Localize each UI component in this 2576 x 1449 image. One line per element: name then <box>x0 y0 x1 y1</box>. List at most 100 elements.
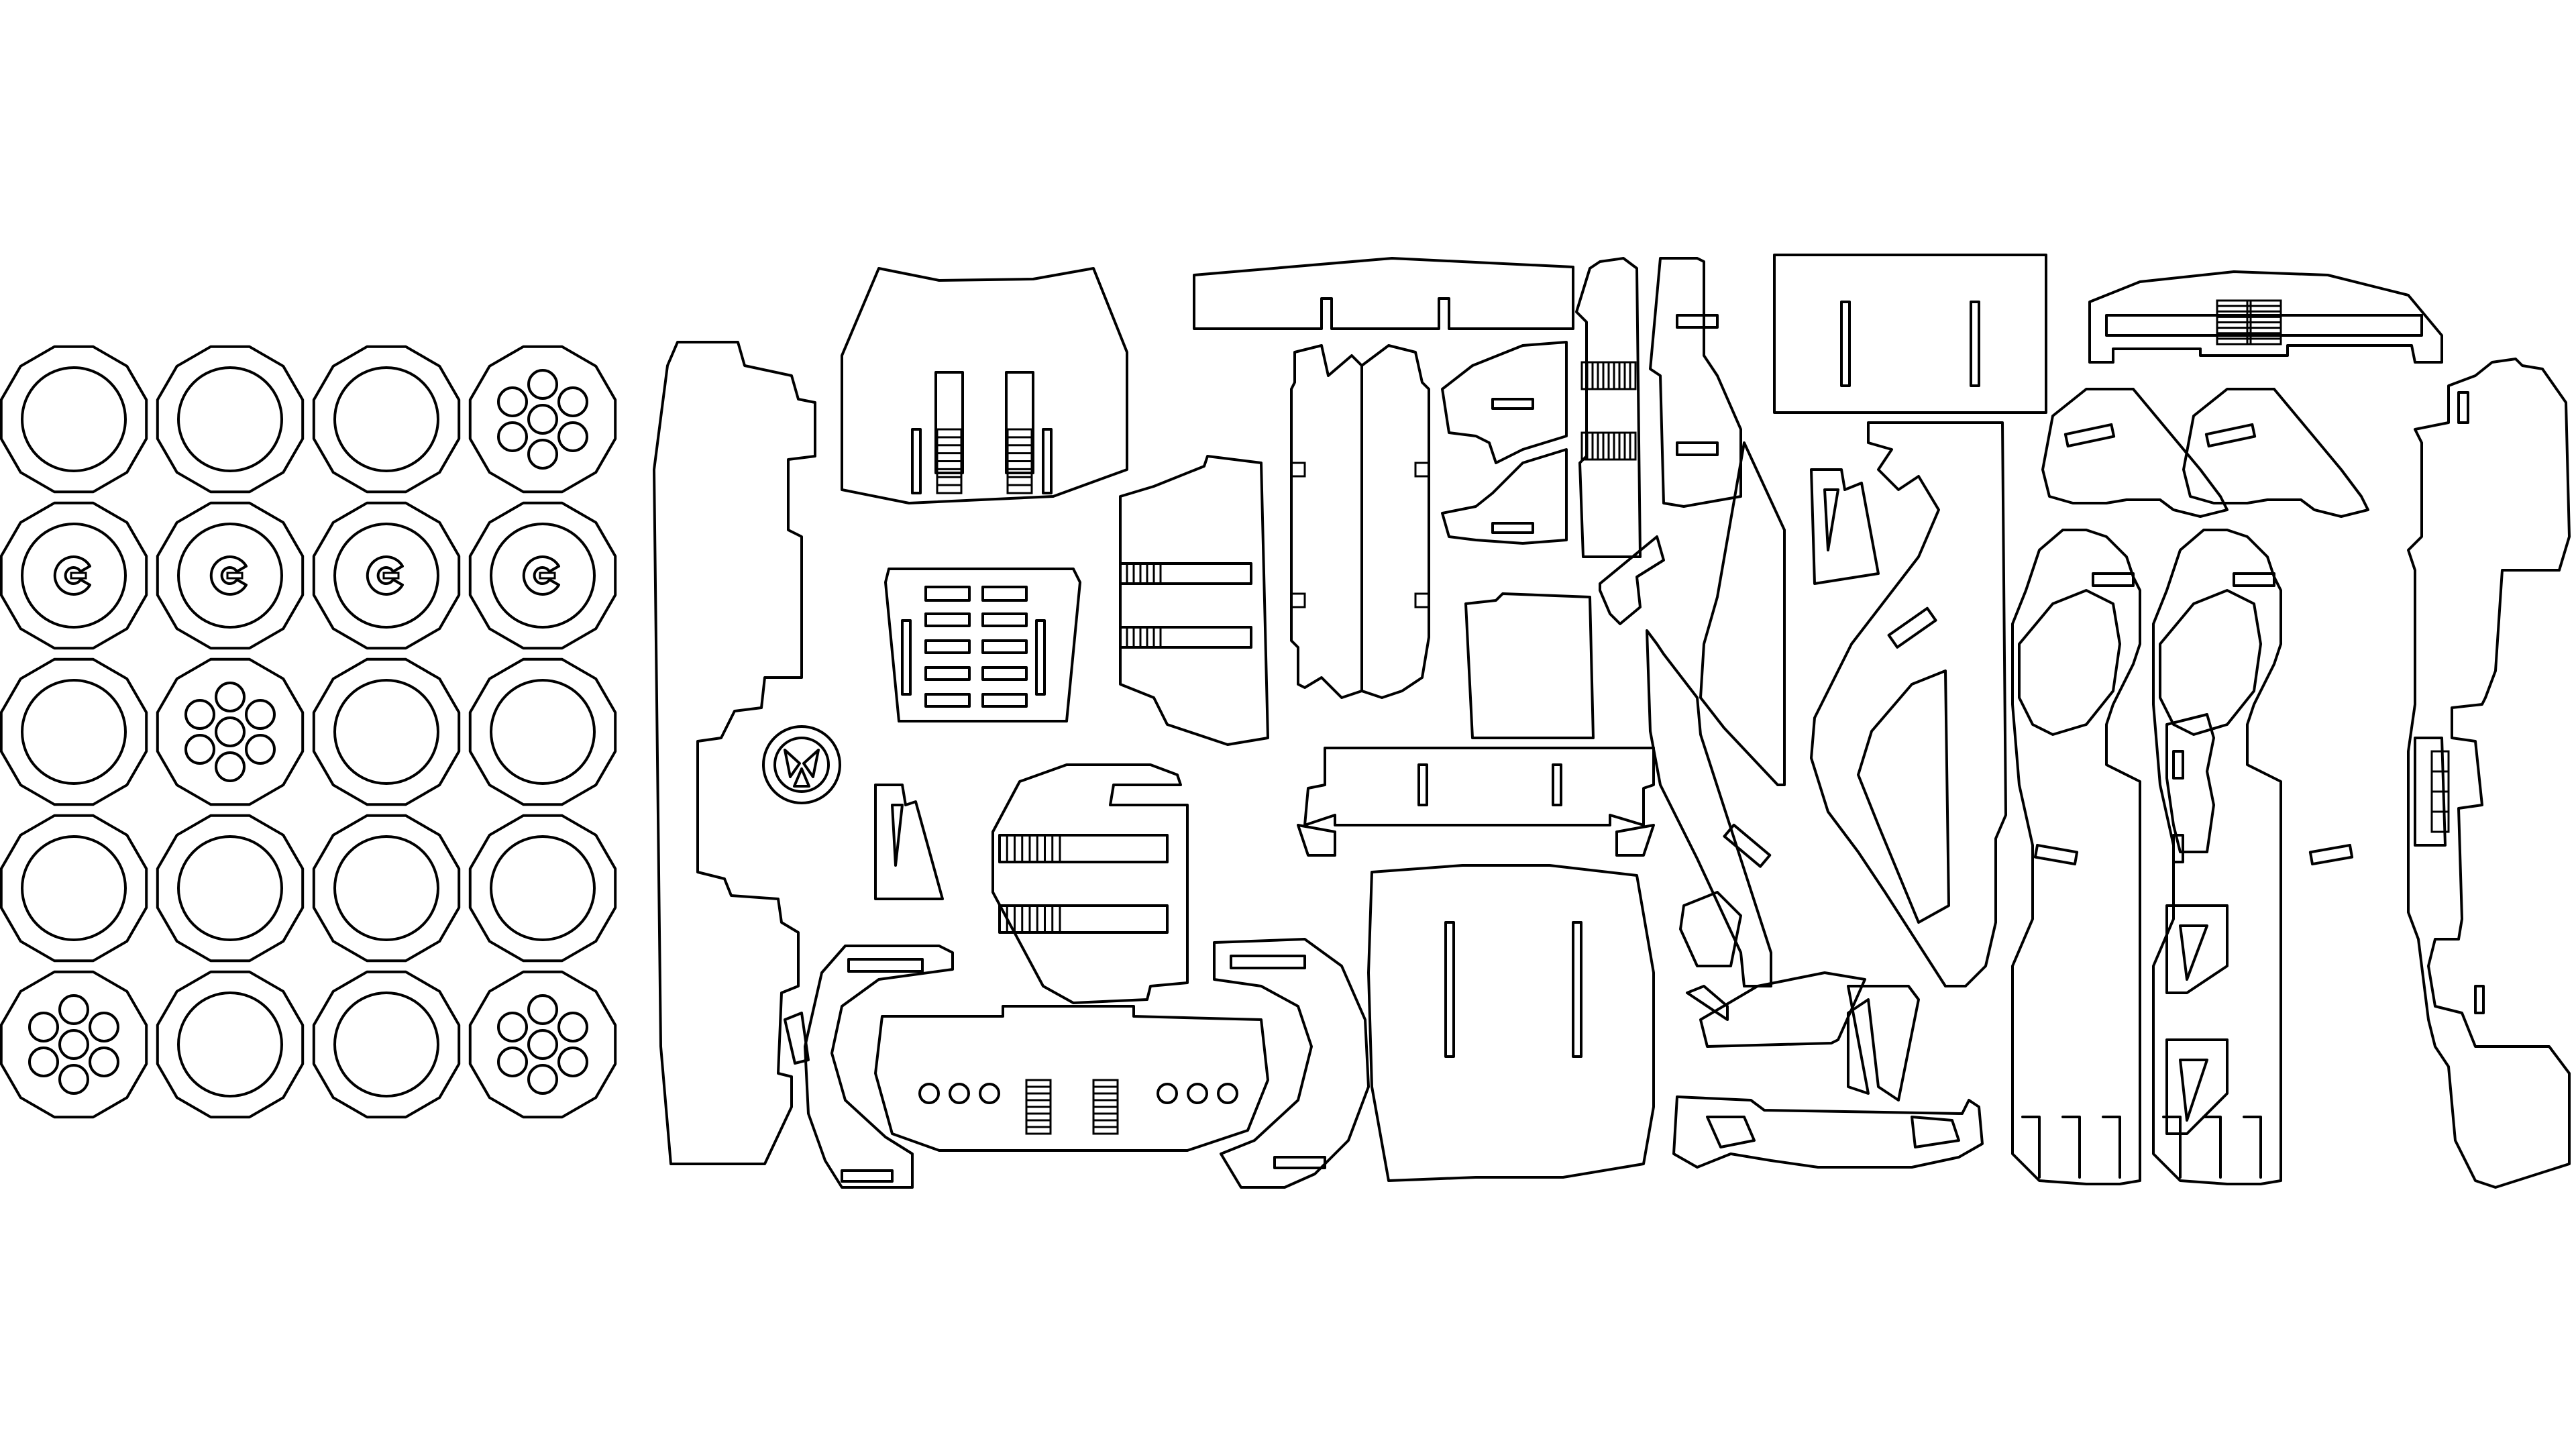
slot-icon <box>2172 834 2184 863</box>
wheel-ring <box>312 814 461 963</box>
wheel-axle-hub <box>312 501 461 650</box>
wheel-ring <box>312 657 461 806</box>
hole-icon <box>527 1064 558 1095</box>
hole-icon <box>979 1083 1000 1104</box>
axle-hole-icon <box>53 555 91 596</box>
slot-icon <box>1230 955 1306 969</box>
axle-hole-icon <box>522 555 560 596</box>
slot-icon <box>981 586 1028 602</box>
top-bar <box>1193 257 1574 330</box>
hole-icon <box>497 386 528 417</box>
comb-slot-icon <box>2216 299 2252 345</box>
slot-icon <box>1273 1156 1326 1169</box>
hole-icon <box>1217 1083 1238 1104</box>
top-right-rail <box>2088 270 2443 364</box>
hole-icon <box>245 734 276 765</box>
cross-member <box>1297 747 1655 857</box>
comb-slot-icon <box>1119 562 1162 585</box>
wheel-ring <box>156 345 305 494</box>
cut-details <box>841 299 2485 1183</box>
slot-icon <box>2308 843 2354 866</box>
wheel-grid <box>0 345 617 1119</box>
comb-slot-icon <box>1580 361 1637 390</box>
hole-icon <box>527 439 558 470</box>
hole-icon <box>215 751 246 782</box>
slot-icon <box>2457 391 2469 424</box>
hole-icon <box>215 682 246 712</box>
comb-strip-panel <box>1575 257 1742 558</box>
hole-icon <box>918 1083 940 1104</box>
slot-icon <box>1676 441 1719 456</box>
axle-hole-icon <box>209 555 248 596</box>
body-half-right <box>2152 388 2369 1185</box>
wheel-ring <box>312 345 461 494</box>
hole-icon <box>497 1012 528 1042</box>
comb-slot-icon <box>1580 431 1637 461</box>
slot-icon <box>981 612 1028 627</box>
comb-brackets <box>2165 713 2229 1135</box>
hole-icon <box>497 421 528 452</box>
comb-slot-icon <box>2246 299 2282 345</box>
hole-icon <box>245 699 276 730</box>
lower-tray <box>804 938 1370 1189</box>
slot-icon <box>981 666 1028 681</box>
slot-icon <box>981 693 1028 708</box>
slot-icon <box>2033 843 2079 866</box>
hook-bracket-a <box>874 784 944 900</box>
slot-icon <box>2092 572 2135 587</box>
wheel-spoke-holes <box>468 970 617 1119</box>
hole-icon <box>58 994 89 1025</box>
slot-icon <box>924 612 971 627</box>
slot-icon <box>1676 314 1719 329</box>
seat-panel <box>991 763 1189 1004</box>
comb-slot-icon <box>998 904 1061 934</box>
wheel-ring <box>468 814 617 963</box>
hole-icon <box>557 1046 588 1077</box>
diagonal-strut-right <box>1723 421 2007 987</box>
wheel-ring <box>0 814 148 963</box>
square-panel <box>1464 592 1595 739</box>
grille-panel <box>884 568 1081 722</box>
slot-icon <box>924 639 971 654</box>
wheel-spoke-holes <box>156 657 305 806</box>
slot-icon <box>847 958 924 973</box>
hole-icon <box>949 1083 970 1104</box>
hole-icon <box>89 1012 119 1042</box>
hole-icon <box>557 1012 588 1042</box>
slot-icon <box>2172 750 2184 780</box>
hole-icon <box>557 386 588 417</box>
slot-icon <box>924 693 971 708</box>
slot-icon <box>2063 423 2116 448</box>
slot-icon <box>1491 398 1534 410</box>
hole-icon <box>215 716 246 747</box>
rear-side-plate <box>1119 455 1269 746</box>
comb-slot-icon <box>2430 750 2450 833</box>
slot-icon <box>924 666 971 681</box>
base-bar <box>1672 971 1984 1169</box>
slot-icon <box>2204 423 2257 448</box>
wheel-ring <box>0 345 148 494</box>
diagonal-spar-left <box>1599 441 1786 1021</box>
comb-slot-icon <box>1006 428 1033 494</box>
hole-icon <box>1157 1083 1178 1104</box>
hook-bracket-b <box>1810 468 1920 1102</box>
wheel-ring <box>156 814 305 963</box>
hole-icon <box>89 1046 119 1077</box>
chassis-side-panel-right <box>2407 358 2571 1189</box>
hole-icon <box>184 699 215 730</box>
wheel-axle-hub <box>0 501 148 650</box>
comb-slot-icon <box>1092 1079 1119 1135</box>
slot-icon <box>841 1169 894 1183</box>
comb-slot-icon <box>998 834 1061 863</box>
hub-disc <box>762 725 841 804</box>
hole-icon <box>497 1046 528 1077</box>
slot-icon <box>981 639 1028 654</box>
axle-hole-icon <box>366 555 404 596</box>
hole-icon <box>28 1046 59 1077</box>
wheel-ring <box>0 657 148 806</box>
body-half-left <box>2011 388 2229 1185</box>
wheel-ring <box>312 970 461 1119</box>
wheel-spoke-holes <box>0 970 148 1119</box>
slot-icon <box>924 586 971 602</box>
